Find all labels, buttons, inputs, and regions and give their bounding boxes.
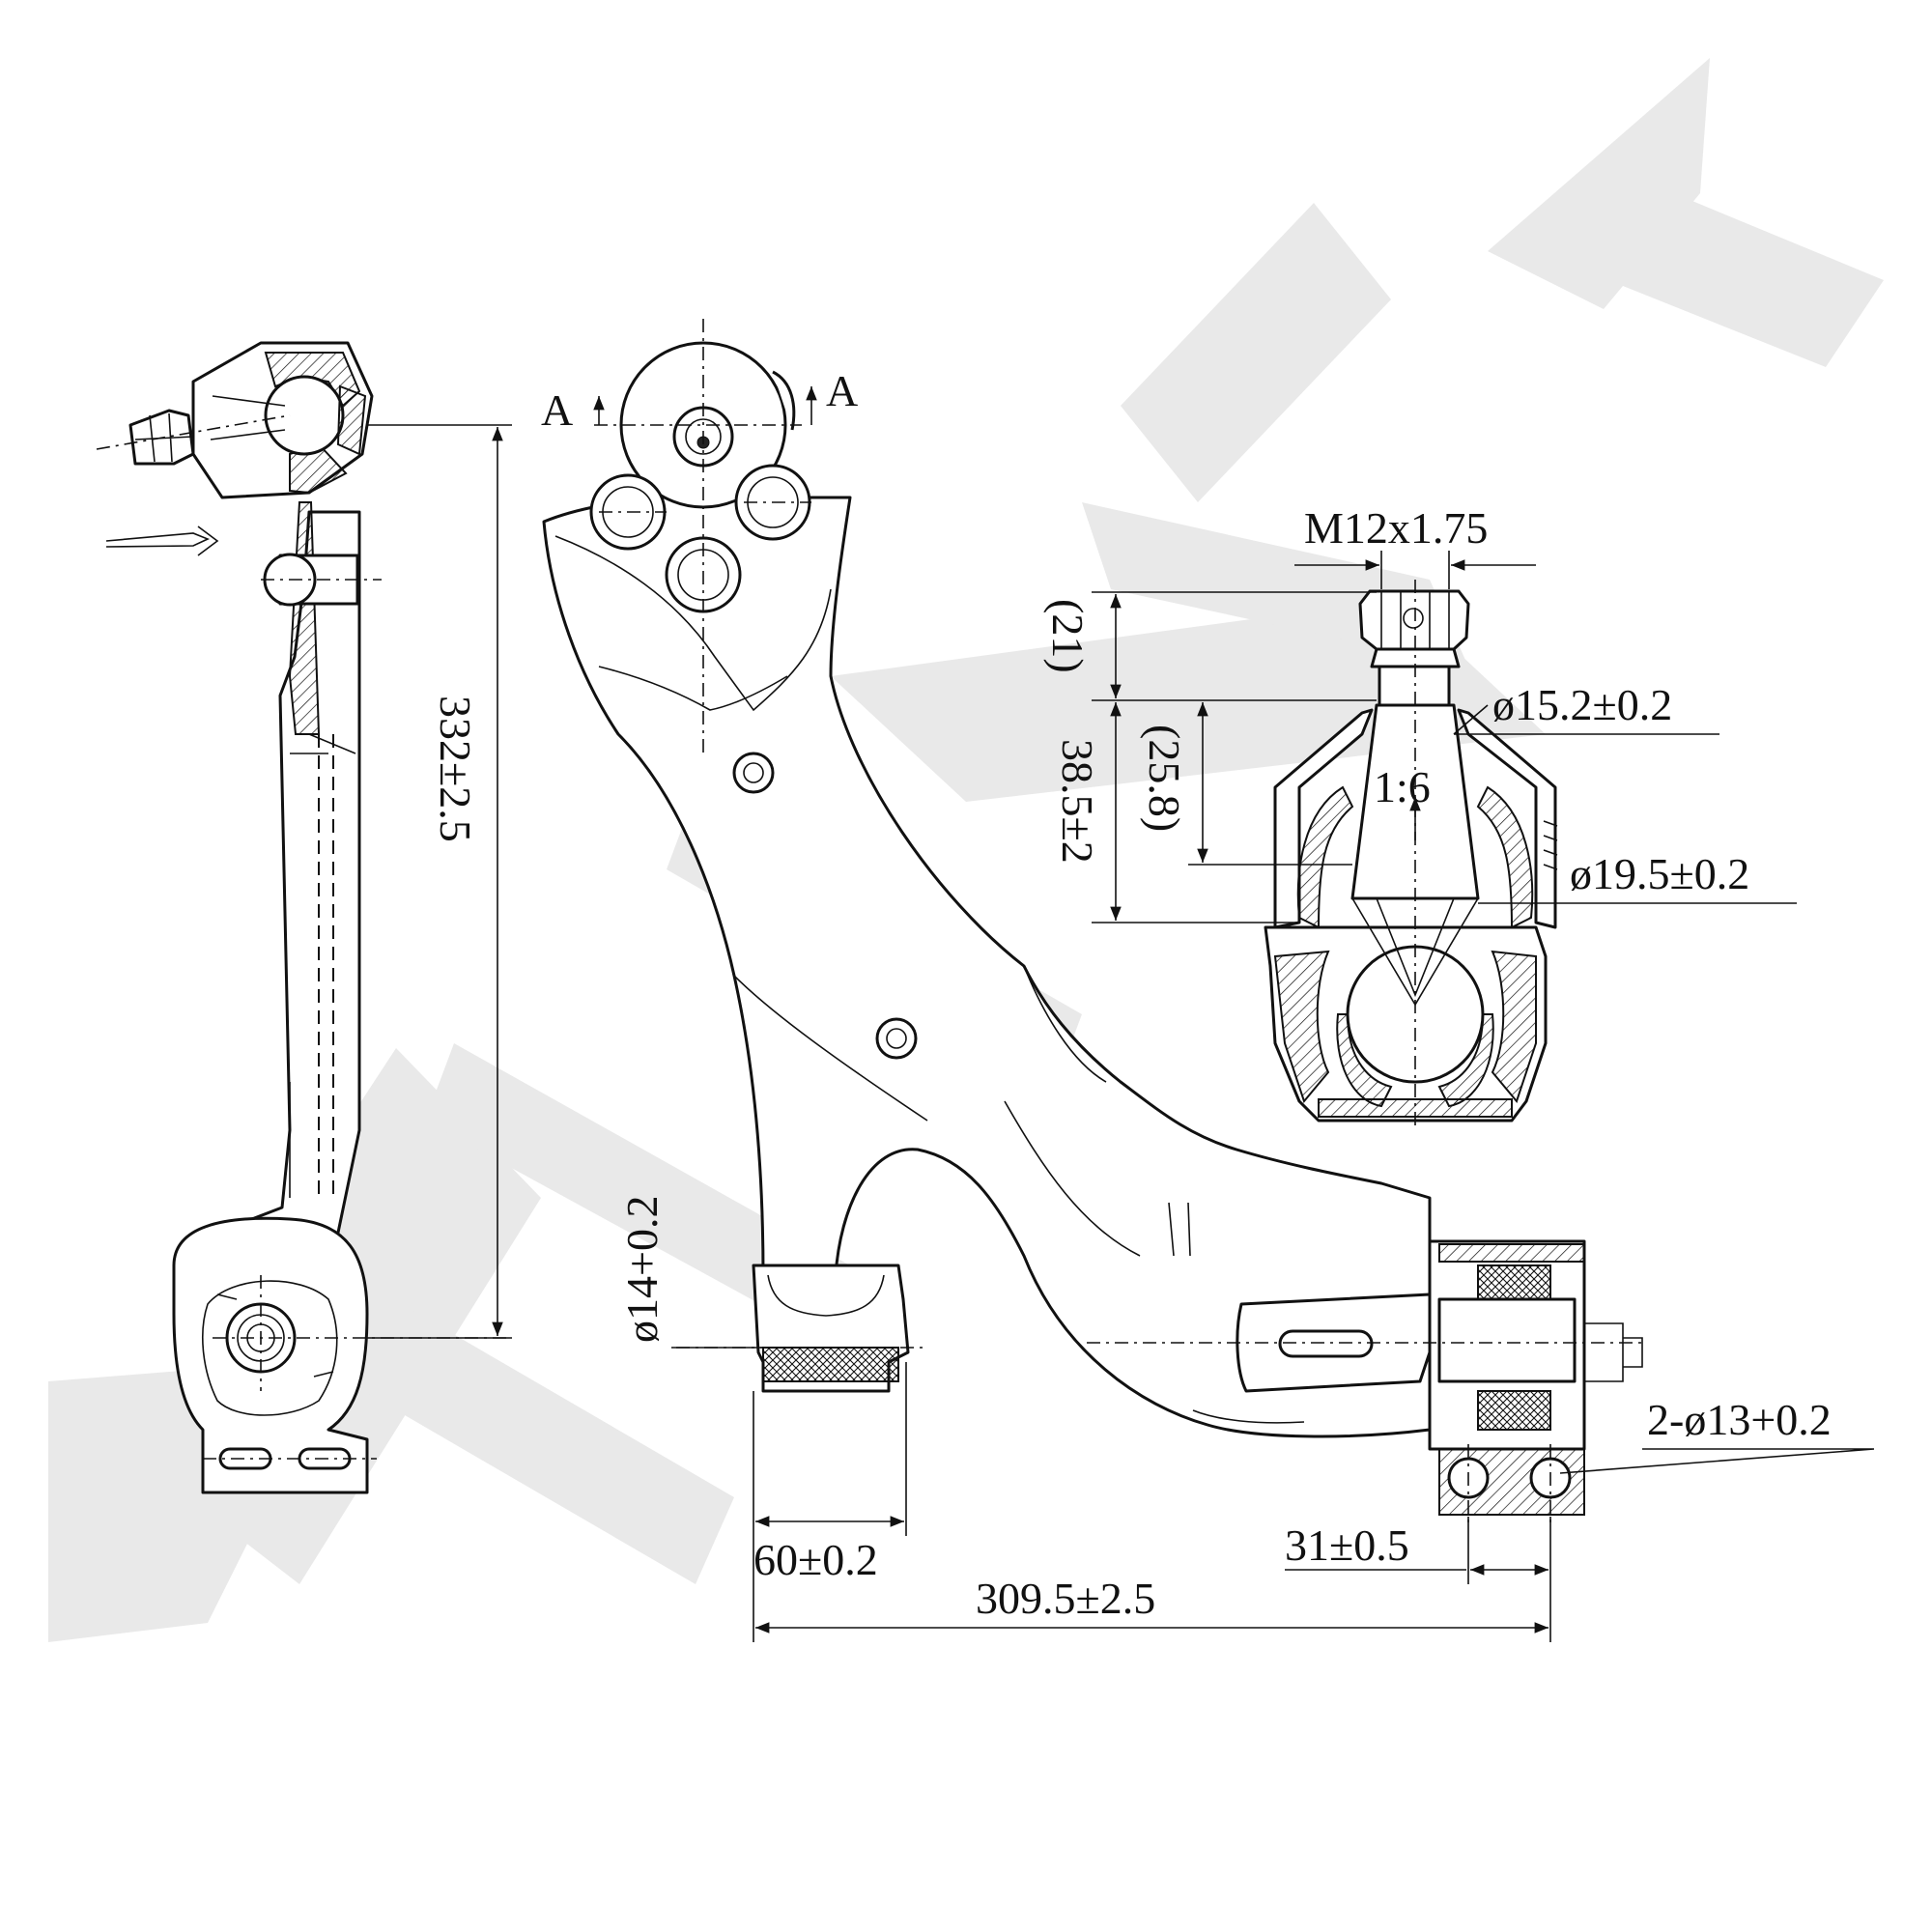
side-view xyxy=(96,341,512,1494)
section-label-a-left: A xyxy=(541,385,573,435)
label-taper: 1:6 xyxy=(1374,762,1431,811)
dim-holes-13: 2-ø13+0.2 xyxy=(1559,1395,1875,1474)
label-25-8: (25.8) xyxy=(1140,724,1189,832)
rubber-boot-left xyxy=(1296,785,1354,929)
label-thread: M12x1.75 xyxy=(1304,503,1488,553)
dim-dia-14: ø14+0.2 xyxy=(617,1196,763,1349)
dim-25-8: (25.8) xyxy=(1140,702,1352,866)
label-332: 332±2.5 xyxy=(431,696,480,842)
dim-dia-19-5: ø19.5±0.2 xyxy=(1478,849,1797,904)
rubber-boot-right xyxy=(1476,785,1534,929)
dim-thread: M12x1.75 xyxy=(1294,503,1536,589)
dim-332: 332±2.5 xyxy=(367,424,512,1339)
dim-21: (21) xyxy=(1043,591,1377,701)
label-60: 60±0.2 xyxy=(753,1535,878,1584)
section-view-ball-joint: 1:6 xyxy=(1264,580,1558,1130)
label-dia-19-5: ø19.5±0.2 xyxy=(1570,849,1749,898)
section-label-a-right: A xyxy=(826,366,858,415)
label-dia-15-2: ø15.2±0.2 xyxy=(1492,680,1672,729)
dim-dia-15-2: ø15.2±0.2 xyxy=(1453,680,1719,735)
dim-309-5: 309.5±2.5 xyxy=(755,1517,1551,1642)
label-21: (21) xyxy=(1043,599,1093,673)
label-holes-13: 2-ø13+0.2 xyxy=(1647,1395,1832,1444)
label-31: 31±0.5 xyxy=(1285,1520,1409,1570)
dim-38-5: 38.5±2 xyxy=(1053,702,1299,923)
dim-60: 60±0.2 xyxy=(753,1362,907,1642)
castle-nut xyxy=(1358,589,1470,651)
label-38-5: 38.5±2 xyxy=(1053,739,1102,864)
hole-lower xyxy=(875,1017,918,1060)
label-dia-14: ø14+0.2 xyxy=(617,1196,667,1343)
hole-upper xyxy=(732,752,775,794)
cotter-pin xyxy=(105,532,211,548)
dim-31: 31±0.5 xyxy=(1285,1517,1548,1584)
label-309-5: 309.5±2.5 xyxy=(976,1574,1155,1623)
main-view: A A xyxy=(541,319,1643,1526)
